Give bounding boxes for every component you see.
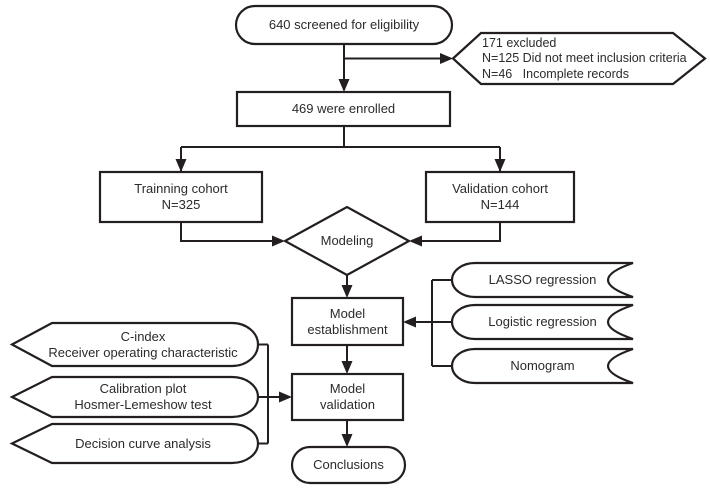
arrowhead-training-modeling xyxy=(272,235,285,247)
arrowhead-into-conclusions xyxy=(341,434,353,447)
lasso-node-shape xyxy=(450,261,634,299)
arrowhead-into-enrolled xyxy=(338,79,350,92)
arrowhead-into-model-validation-left xyxy=(279,391,292,403)
cindex-node-shape xyxy=(9,321,260,368)
edge-enrolled-split xyxy=(180,126,501,171)
arrowhead-into-training xyxy=(175,159,187,172)
model-validation-node-shape xyxy=(290,372,405,422)
validation-cohort-node-shape xyxy=(424,170,576,224)
excluded-node-shape xyxy=(451,31,707,86)
calibration-node-shape xyxy=(9,375,260,419)
bracket-left-metrics xyxy=(257,343,281,445)
dca-node-shape xyxy=(9,422,260,465)
nomogram-node-shape xyxy=(450,347,634,385)
arrowhead-into-establishment-top xyxy=(341,285,353,298)
edge-training-modeling xyxy=(180,222,274,242)
bracket-right-methods xyxy=(415,279,452,367)
edge-validation-modeling xyxy=(420,222,501,242)
training-node-shape xyxy=(98,170,264,224)
enrolled-node-shape xyxy=(235,90,452,128)
logistic-node-shape xyxy=(450,303,634,341)
arrowhead-validation-modeling xyxy=(409,235,422,247)
arrowhead-into-establishment-right xyxy=(403,316,416,328)
screened-node-shape xyxy=(234,4,454,46)
modeling-node-shape xyxy=(282,205,412,277)
establishment-node-shape xyxy=(290,296,405,347)
conclusions-node-shape xyxy=(290,445,407,485)
arrowhead-into-excluded xyxy=(440,53,453,64)
arrowhead-into-validation-cohort xyxy=(494,159,506,172)
arrowhead-into-model-validation-top xyxy=(341,361,353,374)
